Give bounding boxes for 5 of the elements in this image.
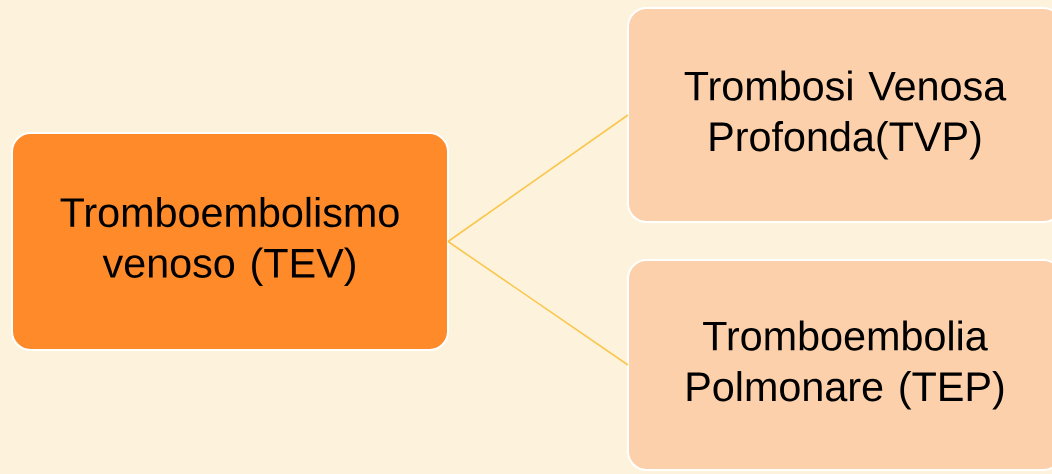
process-box: Tromboembolia Polmonare (TEP)	[627, 259, 1052, 471]
connector-line	[447, 240, 629, 366]
connector-line	[447, 114, 629, 243]
process-box: Tromboembolismo venoso (TEV)	[11, 132, 449, 351]
process-box: Trombosi Venosa Profonda(TVP)	[627, 7, 1052, 223]
